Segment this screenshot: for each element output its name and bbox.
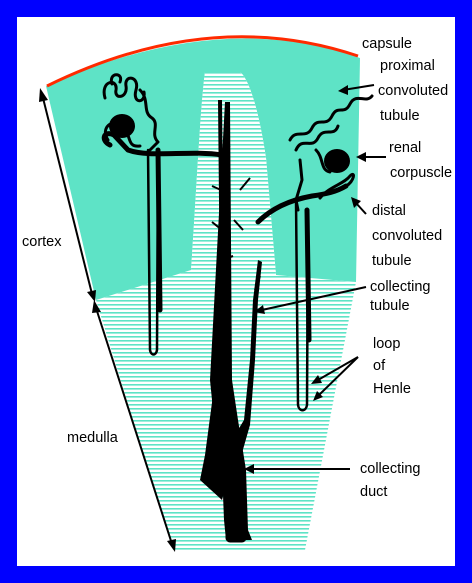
label-cortex: cortex (22, 234, 62, 250)
svg-text:tubule: tubule (380, 108, 420, 124)
svg-text:tubule: tubule (370, 298, 410, 314)
svg-text:duct: duct (360, 484, 387, 500)
right-renal-corpuscle (324, 149, 350, 173)
svg-text:collecting: collecting (360, 461, 420, 477)
svg-text:tubule: tubule (372, 253, 412, 269)
svg-text:renal: renal (389, 140, 421, 156)
svg-text:distal: distal (372, 203, 406, 219)
svg-text:of: of (373, 358, 386, 374)
svg-text:proximal: proximal (380, 58, 435, 74)
svg-text:loop: loop (373, 336, 400, 352)
label-capsule: capsule (362, 36, 412, 52)
svg-text:convoluted: convoluted (372, 228, 442, 244)
left-renal-corpuscle (109, 114, 135, 138)
svg-text:Henle: Henle (373, 381, 411, 397)
svg-text:corpuscle: corpuscle (390, 165, 452, 181)
svg-text:convoluted: convoluted (378, 83, 448, 99)
label-medulla: medulla (67, 430, 119, 446)
svg-text:collecting: collecting (370, 279, 430, 295)
